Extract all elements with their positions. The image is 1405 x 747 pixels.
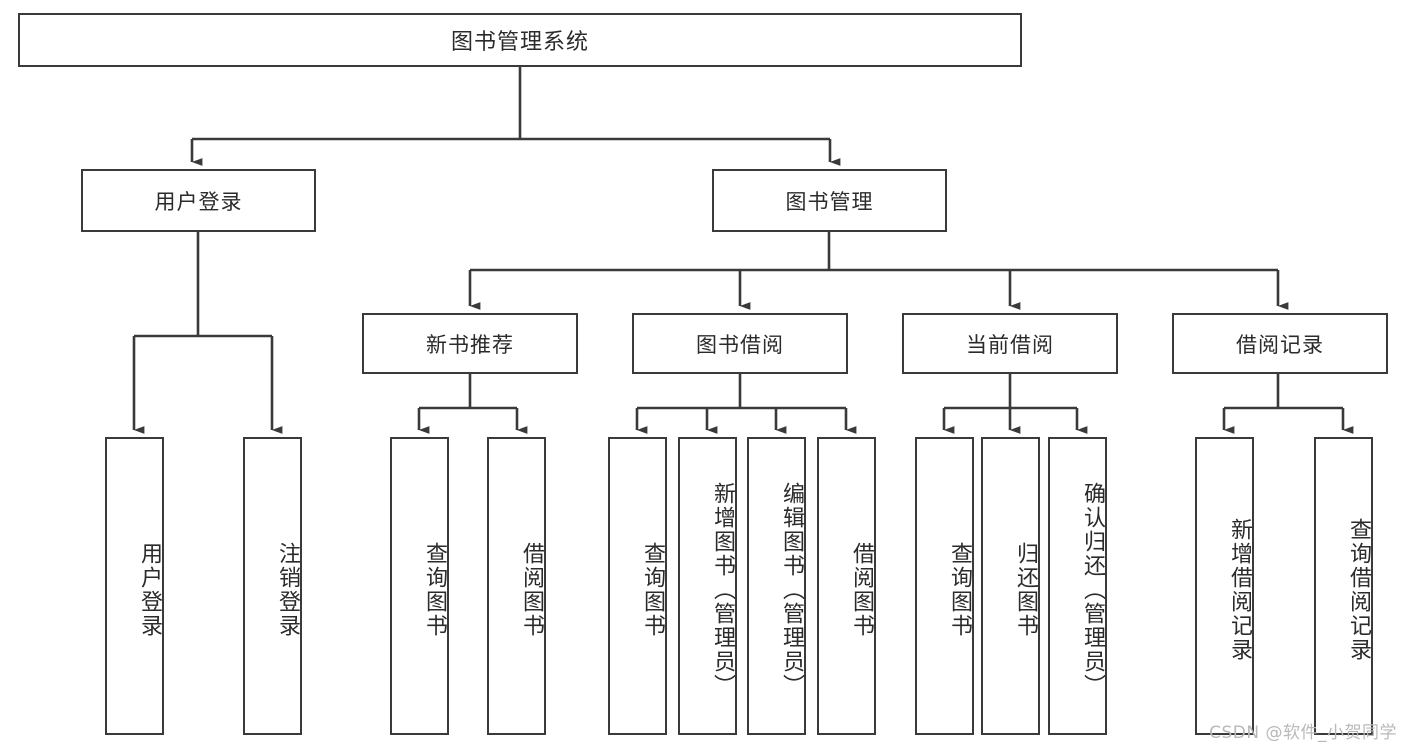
leaf-user-login-logout[interactable]: 注销登录: [243, 437, 302, 735]
node-label: 编辑图书（管理员）: [779, 482, 804, 698]
node-label: 图书管理: [785, 189, 874, 214]
leaf-record-add-record[interactable]: 新增借阅记录: [1195, 437, 1254, 735]
node-borrow-record[interactable]: 借阅记录: [1172, 313, 1388, 374]
watermark: CSDN @软件_小贺同学: [1209, 723, 1397, 743]
node-label: 图书借阅: [696, 332, 784, 357]
node-current-borrow[interactable]: 当前借阅: [902, 313, 1118, 374]
leaf-borrow-edit-book-admin[interactable]: 编辑图书（管理员）: [747, 437, 806, 735]
node-label: 注销登录: [275, 542, 300, 638]
leaf-current-query-book[interactable]: 查询图书: [915, 437, 974, 735]
leaf-current-confirm-return-admin[interactable]: 确认归还（管理员）: [1048, 437, 1107, 735]
node-label: 查询图书: [422, 542, 447, 638]
node-label: 新书推荐: [426, 332, 514, 357]
node-root-system[interactable]: 图书管理系统: [18, 13, 1022, 67]
node-label: 归还图书: [1013, 542, 1038, 638]
node-label: 查询图书: [640, 542, 665, 638]
leaf-borrow-add-book-admin[interactable]: 新增图书（管理员）: [678, 437, 737, 735]
node-label: 借阅图书: [849, 542, 874, 638]
node-user-login[interactable]: 用户登录: [81, 169, 316, 232]
node-label: 借阅记录: [1236, 332, 1324, 357]
node-label: 确认归还（管理员）: [1080, 482, 1105, 698]
leaf-user-login-login[interactable]: 用户登录: [105, 437, 164, 735]
node-label: 用户登录: [154, 189, 243, 214]
node-label: 新增借阅记录: [1227, 518, 1252, 662]
node-label: 查询图书: [947, 542, 972, 638]
leaf-recommend-query-book[interactable]: 查询图书: [390, 437, 449, 735]
node-label: 借阅图书: [519, 542, 544, 638]
leaf-record-query-record[interactable]: 查询借阅记录: [1314, 437, 1373, 735]
node-book-management[interactable]: 图书管理: [712, 169, 947, 232]
node-label: 查询借阅记录: [1346, 518, 1371, 662]
node-label: 图书管理系统: [450, 30, 589, 55]
node-book-borrow[interactable]: 图书借阅: [632, 313, 848, 374]
node-label: 当前借阅: [966, 332, 1054, 357]
node-label: 新增图书（管理员）: [710, 482, 735, 698]
leaf-borrow-borrow-book[interactable]: 借阅图书: [817, 437, 876, 735]
node-label: 用户登录: [137, 542, 162, 638]
leaf-current-return-book[interactable]: 归还图书: [981, 437, 1040, 735]
leaf-recommend-borrow-book[interactable]: 借阅图书: [487, 437, 546, 735]
node-new-book-recommend[interactable]: 新书推荐: [362, 313, 578, 374]
leaf-borrow-query-book[interactable]: 查询图书: [608, 437, 667, 735]
